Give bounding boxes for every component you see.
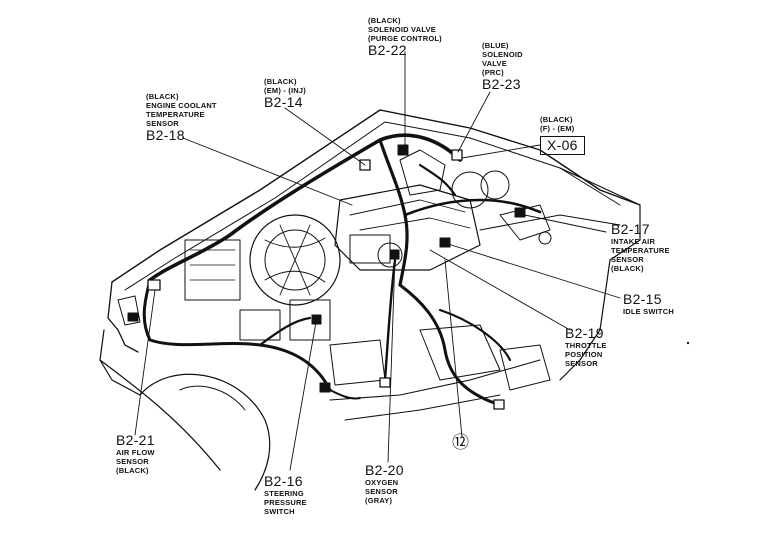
leader-b2-21 <box>134 289 156 436</box>
leader-b2-18 <box>182 137 353 206</box>
b2-22-code: B2-22 <box>368 42 407 58</box>
leader-b2-16 <box>289 321 317 471</box>
label-x-06: (BLACK) (F) - (EM) X-06 <box>540 115 585 155</box>
hood-outline <box>111 109 641 283</box>
b2-18-name-2: TEMPERATURE <box>146 110 205 119</box>
b2-23-name-1: SOLENOID <box>482 50 523 59</box>
harness-lower <box>398 283 502 407</box>
fender-outline <box>99 359 221 471</box>
b2-23-color: (BLUE) <box>482 41 509 50</box>
label-b2-19: B2-19 THROTTLE POSITION SENSOR <box>565 325 607 369</box>
x-06-name: (F) - (EM) <box>540 124 575 133</box>
b2-14-name: (EM) - (INJ) <box>264 86 306 95</box>
b2-20-code: B2-20 <box>365 462 404 478</box>
b2-20-name-1: OXYGEN <box>365 478 399 487</box>
leader-b2-17 <box>519 213 607 233</box>
b2-15-name: IDLE SWITCH <box>623 307 674 316</box>
b2-18-name-1: ENGINE COOLANT <box>146 101 217 110</box>
b2-17-name-3: SENSOR <box>611 255 644 264</box>
leader-b2-15 <box>444 242 621 299</box>
grille-outline <box>107 281 139 353</box>
leader-b2-20 <box>387 256 396 463</box>
label-b2-14: (BLACK) (EM) - (INJ) B2-14 <box>264 77 306 110</box>
label-b2-20: B2-20 OXYGEN SENSOR (GRAY) <box>365 462 404 506</box>
leader-b2-19 <box>429 249 571 331</box>
b2-18-name-3: SENSOR <box>146 119 179 128</box>
b2-19-code: B2-19 <box>565 325 604 341</box>
label-b2-21: B2-21 AIR FLOW SENSOR (BLACK) <box>116 432 155 476</box>
label-b2-23: (BLUE) SOLENOID VALVE (PRC) B2-23 <box>482 41 523 92</box>
label-b2-22: (BLACK) SOLENOID VALVE (PURGE CONTROL) B… <box>368 16 442 58</box>
b2-22-color: (BLACK) <box>368 16 401 25</box>
leader-12 <box>444 259 463 438</box>
b2-22-name-1: SOLENOID VALVE <box>368 25 436 34</box>
b2-17-color: (BLACK) <box>611 264 644 273</box>
harness-branch-right <box>403 198 542 217</box>
leader-b2-23 <box>457 91 491 153</box>
ground-marker-12: ⑫ <box>452 433 469 452</box>
leader-x-06 <box>461 144 541 159</box>
harness-main <box>148 133 462 282</box>
b2-16-code: B2-16 <box>264 473 303 489</box>
leader-lines <box>134 51 621 471</box>
b2-20-color: (GRAY) <box>365 496 393 505</box>
b2-22-name-2: (PURGE CONTROL) <box>368 34 442 43</box>
b2-14-code: B2-14 <box>264 94 303 110</box>
b2-21-name-1: AIR FLOW <box>116 448 155 457</box>
harness-left-drop <box>142 278 332 392</box>
b2-17-name-1: INTAKE AIR <box>611 237 656 246</box>
b2-19-name-3: SENSOR <box>565 359 598 368</box>
b2-21-color: (BLACK) <box>116 466 149 475</box>
b2-17-code: B2-17 <box>611 221 650 237</box>
body-right-edge <box>559 167 641 381</box>
wheel-arch <box>139 373 271 491</box>
b2-19-name-1: THROTTLE <box>565 341 607 350</box>
b2-16-name-1: STEERING <box>264 489 304 498</box>
b2-21-code: B2-21 <box>116 432 155 448</box>
x-06-color: (BLACK) <box>540 115 573 124</box>
b2-23-name-2: VALVE <box>482 59 507 68</box>
b2-15-code: B2-15 <box>623 291 662 307</box>
b2-18-code: B2-18 <box>146 127 185 143</box>
label-b2-15: B2-15 IDLE SWITCH <box>623 291 674 317</box>
label-b2-18: (BLACK) ENGINE COOLANT TEMPERATURE SENSO… <box>146 92 217 143</box>
b2-19-name-2: POSITION <box>565 350 603 359</box>
engine-block <box>334 184 481 271</box>
label-b2-17: B2-17 INTAKE AIR TEMPERATURE SENSOR (BLA… <box>611 221 670 274</box>
b2-21-name-2: SENSOR <box>116 457 149 466</box>
b2-17-name-2: TEMPERATURE <box>611 246 670 255</box>
fan-circle <box>249 214 341 306</box>
b2-16-name-3: SWITCH <box>264 507 295 516</box>
b2-20-name-2: SENSOR <box>365 487 398 496</box>
b2-23-code: B2-23 <box>482 76 521 92</box>
b2-23-name-3: (PRC) <box>482 68 504 77</box>
leader-b2-14 <box>284 107 366 166</box>
label-b2-16: B2-16 STEERING PRESSURE SWITCH <box>264 473 307 517</box>
b2-18-color: (BLACK) <box>146 92 179 101</box>
b2-14-color: (BLACK) <box>264 77 297 86</box>
b2-16-name-2: PRESSURE <box>264 498 307 507</box>
x-06-code: X-06 <box>540 136 585 155</box>
